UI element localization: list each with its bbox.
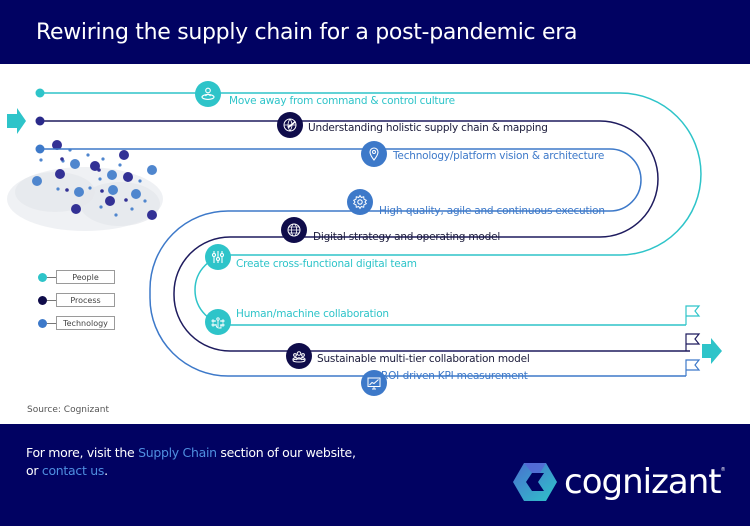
milestone-label: High-quality, agile and continuous execu… <box>379 205 605 217</box>
people-track <box>40 92 702 326</box>
group-icon <box>286 343 312 369</box>
process-track <box>40 120 690 352</box>
start-arrow-icon <box>7 108 26 134</box>
world-map-graphic <box>7 140 163 231</box>
technology-track <box>40 148 686 377</box>
legend-dot <box>38 318 47 328</box>
page-title: Rewiring the supply chain for a post-pan… <box>36 20 578 45</box>
footer-text: For more, visit the Supply Chain section… <box>26 445 356 478</box>
source-note: Source: Cognizant <box>27 405 109 415</box>
header-banner: Rewiring the supply chain for a post-pan… <box>0 0 750 64</box>
legend-label: People <box>56 270 115 284</box>
legend-item-people: People <box>38 270 115 284</box>
gear-icon <box>347 189 373 215</box>
roadmap-tracks <box>7 88 722 377</box>
globe-network-icon <box>281 217 307 243</box>
technology-start-dot <box>35 144 45 154</box>
milestone-label: Human/machine collaboration <box>236 308 389 320</box>
roadmap-diagram: Move away from command & control culture… <box>0 64 750 424</box>
flag-icon <box>685 359 701 376</box>
milestone-label: Technology/platform vision & architectur… <box>393 150 605 162</box>
legend-dot <box>38 272 47 282</box>
end-arrow-icon <box>702 338 722 364</box>
milestone-label: Move away from command & control culture <box>229 95 455 107</box>
logo-wordmark: cognizant <box>564 462 722 502</box>
location-pin-icon <box>361 141 387 167</box>
cognizant-logo-mark-icon <box>513 463 557 501</box>
milestone-label: Understanding holistic supply chain & ma… <box>308 122 548 134</box>
legend-item-technology: Technology <box>38 316 115 330</box>
monitor-chart-icon <box>361 370 387 396</box>
legend-label: Technology <box>56 316 115 330</box>
flag-icon <box>685 305 701 325</box>
registered-mark: ® <box>720 467 726 473</box>
sliders-icon <box>205 244 231 270</box>
milestone-label: Sustainable multi-tier collaboration mod… <box>317 353 530 365</box>
milestone-label: Digital strategy and operating model <box>313 231 501 243</box>
legend-item-process: Process <box>38 293 115 307</box>
cognizant-logo: cognizant ® <box>512 461 726 503</box>
touch-network-icon <box>205 309 231 335</box>
people-start-dot <box>35 88 45 98</box>
milestone-label: Create cross-functional digital team <box>236 258 417 270</box>
contact-us-link[interactable]: contact us <box>41 463 105 478</box>
supply-chain-link[interactable]: Supply Chain <box>138 445 217 460</box>
legend-label: Process <box>56 293 115 307</box>
footer-banner: For more, visit the Supply Chain section… <box>0 424 750 526</box>
milestone-label: ROI-driven KPI measurement <box>381 370 528 382</box>
globe-plane-icon <box>277 112 303 138</box>
process-start-dot <box>35 116 45 126</box>
legend-dot <box>38 295 47 305</box>
person-on-platform-icon <box>195 81 221 107</box>
flag-icon <box>685 333 701 351</box>
